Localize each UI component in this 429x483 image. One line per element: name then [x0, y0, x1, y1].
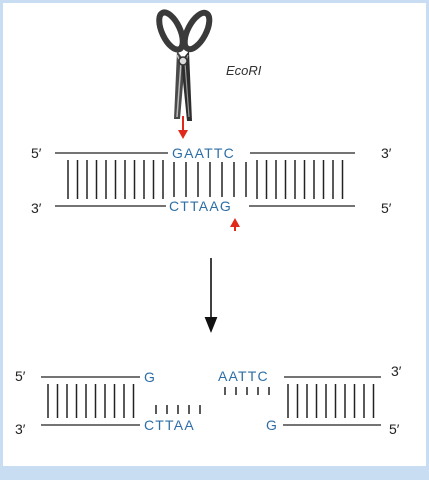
right-fragment-bottom-base: G	[266, 417, 278, 433]
fragment-bottom-left-end-label: 3′	[15, 421, 26, 437]
ecori-diagram: EcoRI 5′ 3′ 3′ 5′ GAATTC CTTAAG 5′ 3′ 3′…	[15, 9, 402, 437]
left-fragment-overhang: CTTAA	[144, 417, 195, 433]
top-right-end-label: 3′	[381, 145, 392, 161]
cut-dna: 5′ 3′ 3′ 5′ G CTTAA AATTC G	[15, 363, 402, 437]
fragment-top-left-end-label: 5′	[15, 368, 26, 384]
fragment-base-pair-rungs	[47, 384, 375, 418]
fragment-bottom-right-end-label: 5′	[389, 421, 400, 437]
bottom-left-end-label: 3′	[31, 200, 42, 216]
fragment-top-right-end-label: 3′	[391, 363, 402, 379]
red-up-arrow-icon	[230, 218, 240, 231]
base-pair-rungs	[67, 160, 344, 199]
left-fragment-top-base: G	[144, 369, 156, 385]
top-left-end-label: 5′	[31, 145, 42, 161]
top-recognition-sequence: GAATTC	[172, 145, 235, 161]
intact-dna: 5′ 3′ 3′ 5′ GAATTC CTTAAG	[31, 145, 392, 216]
scissors-icon	[156, 9, 213, 121]
enzyme-label: EcoRI	[226, 63, 262, 78]
red-down-arrow-icon	[178, 116, 188, 139]
bottom-recognition-sequence: CTTAAG	[169, 198, 232, 214]
right-fragment-overhang: AATTC	[218, 368, 269, 384]
bottom-right-end-label: 5′	[381, 200, 392, 216]
